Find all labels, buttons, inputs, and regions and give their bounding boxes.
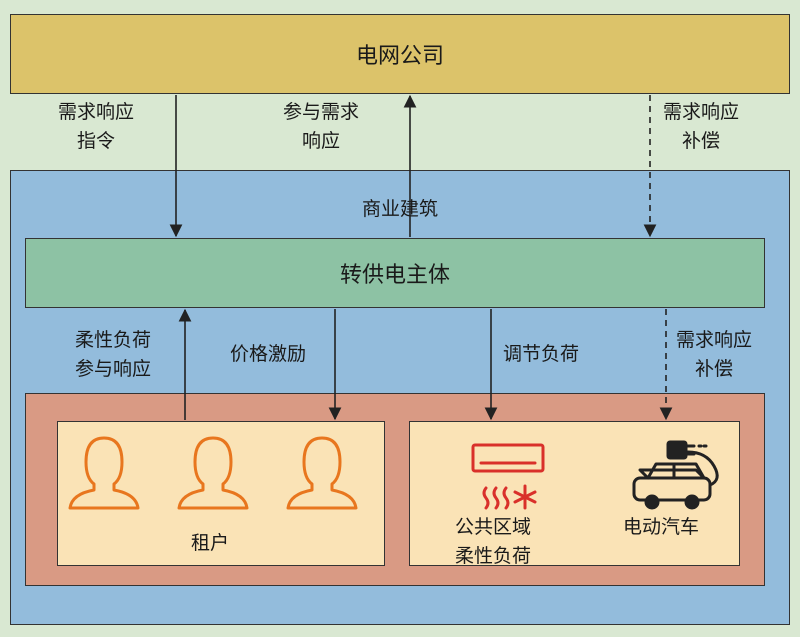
person-icon: [177, 436, 249, 510]
tenants-label: 租户: [191, 532, 230, 554]
participate-dr-label: 参与需求响应: [283, 101, 360, 152]
adjust-load-label: 调节负荷: [503, 343, 580, 365]
power-supplier-label: 转供电主体: [339, 263, 450, 288]
air-conditioner-icon: [471, 443, 545, 510]
dr-compensation-top-label: 需求响应补偿: [663, 101, 740, 152]
dr-command-label: 需求响应指令: [58, 101, 135, 152]
public-load-label: 公共区域柔性负荷: [455, 516, 532, 567]
electric-car-icon: [632, 440, 719, 510]
tenants-panel: [57, 421, 385, 566]
commercial-building-title: 商业建筑: [361, 198, 438, 220]
grid-company-label: 电网公司: [355, 44, 444, 69]
grid-company-box: 电网公司: [10, 14, 790, 94]
price-incentive-label: 价格激励: [230, 343, 307, 365]
dr-compensation-bottom-label: 需求响应补偿: [676, 329, 753, 380]
flexible-load-participate-label: 柔性负荷参与响应: [75, 329, 152, 380]
ev-label: 电动汽车: [623, 516, 700, 538]
person-icon: [68, 436, 140, 510]
person-icon: [286, 436, 358, 510]
power-supplier-box: 转供电主体: [25, 238, 765, 308]
